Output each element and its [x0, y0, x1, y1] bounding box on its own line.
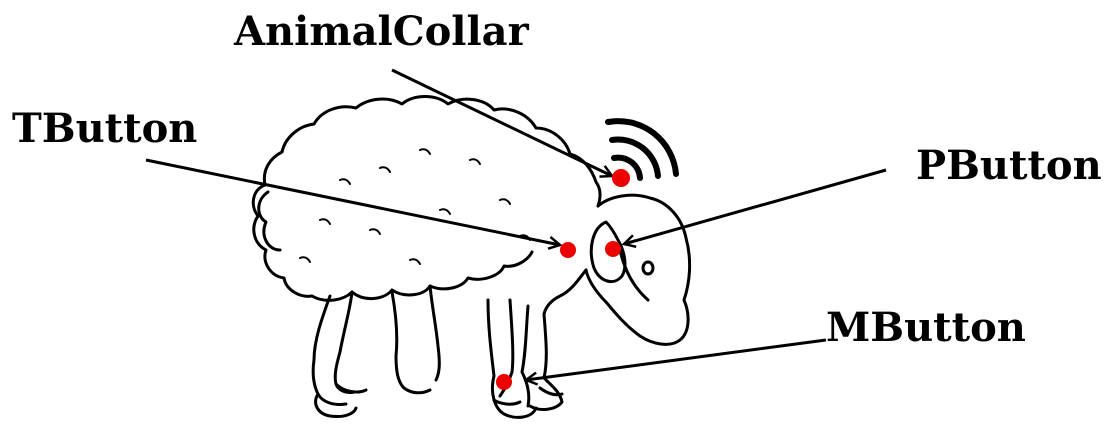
m-button-dot [496, 374, 512, 390]
t-button-dot [560, 242, 576, 258]
p-button-dot [605, 241, 621, 257]
sheep-icon [253, 97, 689, 418]
animal-collar-label: AnimalCollar [234, 12, 529, 52]
arrow-animal-collar [392, 70, 612, 176]
sensor-dots [496, 169, 630, 390]
animal-collar-dot [612, 169, 630, 187]
t-button-label: TButton [12, 109, 197, 149]
arrow-m-button [526, 340, 826, 380]
arrow-t-button [146, 160, 560, 245]
arrows [146, 70, 886, 380]
arrow-p-button [624, 170, 886, 244]
p-button-label: PButton [916, 146, 1102, 186]
m-button-label: MButton [826, 308, 1026, 348]
